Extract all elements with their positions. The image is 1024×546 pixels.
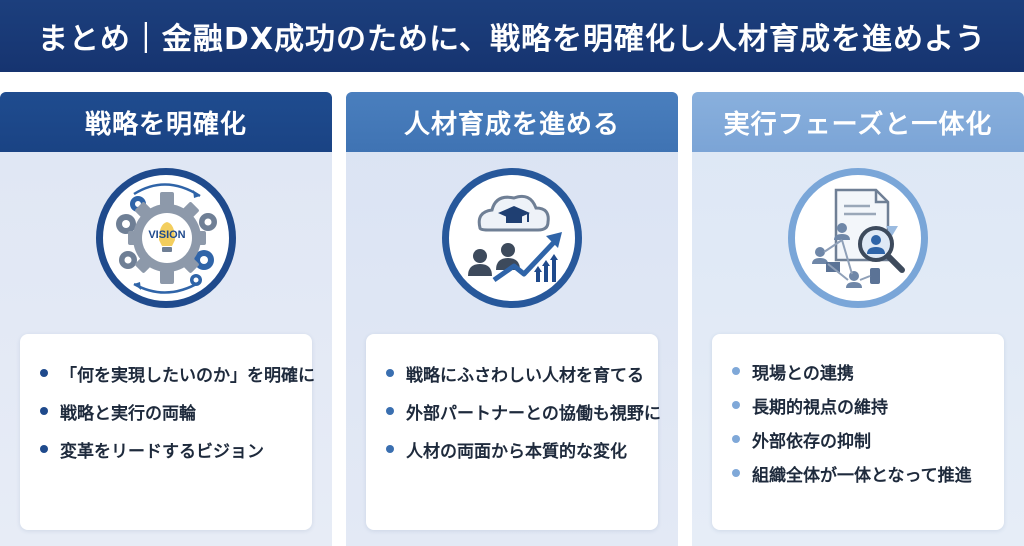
people-growth-icon (442, 168, 582, 308)
bullet-dot (386, 369, 394, 377)
bullet-dot (732, 435, 740, 443)
list-item-text: 人材の両面から本質的な変化 (406, 441, 627, 462)
list-item: 外部依存の抑制 (732, 422, 990, 456)
list-item-text: 長期的視点の維持 (752, 397, 888, 418)
bullet-dot (40, 369, 48, 377)
list-item: 人材の両面から本質的な変化 (386, 430, 644, 468)
bullet-dot (732, 401, 740, 409)
bullet-card: 「何を実現したいのか」を明確に 戦略と実行の両輪 変革をリードするビジョン (20, 334, 315, 530)
list-item-text: 外部依存の抑制 (752, 431, 871, 452)
sparkle-icon (970, 498, 1000, 528)
list-item: 現場との連携 (732, 354, 990, 388)
list-item: 戦略と実行の両輪 (40, 392, 298, 430)
page-title: まとめ｜金融DX成功のために、戦略を明確化し人材育成を進めよう (37, 22, 987, 57)
list-item-text: 変革をリードするビジョン (60, 441, 264, 462)
column-execution: 実行フェーズと一体化 (692, 92, 1024, 546)
list-item-text: 現場との連携 (752, 363, 854, 384)
bullet-dot (386, 445, 394, 453)
list-item-text: 戦略と実行の両輪 (60, 403, 196, 424)
list-item: 長期的視点の維持 (732, 388, 990, 422)
list-item-text: 外部パートナーとの協働も視野に (406, 403, 661, 424)
column-header: 戦略を明確化 (0, 92, 332, 152)
vision-label: VISION (148, 229, 185, 241)
column-header: 実行フェーズと一体化 (692, 92, 1024, 152)
list-item: 外部パートナーとの協働も視野に (386, 392, 661, 430)
list-item-text: 組織全体が一体となって推進 (752, 465, 972, 486)
bullet-card: 戦略にふさわしい人材を育てる 外部パートナーとの協働も視野に 人材の両面から本質… (366, 334, 661, 530)
column-strategy: 戦略を明確化 (0, 92, 332, 546)
column-title: 戦略を明確化 (84, 109, 247, 140)
bullet-dot (386, 407, 394, 415)
bullet-card: 現場との連携 長期的視点の維持 外部依存の抑制 組織全体が一体となって推進 (712, 334, 1004, 530)
list-item-text: 「何を実現したいのか」を明確に (60, 365, 315, 386)
list-item: 戦略にふさわしい人材を育てる (386, 354, 644, 392)
column-title: 実行フェーズと一体化 (723, 109, 993, 140)
list-item: 組織全体が一体となって推進 (732, 456, 990, 490)
bullet-dot (40, 445, 48, 453)
bullet-dot (732, 469, 740, 477)
column-header: 人材育成を進める (346, 92, 678, 152)
bullet-dot (40, 407, 48, 415)
bullet-dot (732, 367, 740, 375)
list-item: 「何を実現したいのか」を明確に (40, 354, 315, 392)
column-talent: 人材育成を進める 戦略にふさわしい (346, 92, 678, 546)
gears-vision-icon: VISION (96, 168, 236, 308)
list-item: 変革をリードするビジョン (40, 430, 298, 468)
column-title: 人材育成を進める (403, 109, 620, 140)
document-network-search-icon (788, 168, 928, 308)
page-title-banner: まとめ｜金融DX成功のために、戦略を明確化し人材育成を進めよう (0, 0, 1024, 72)
list-item-text: 戦略にふさわしい人材を育てる (406, 365, 644, 386)
